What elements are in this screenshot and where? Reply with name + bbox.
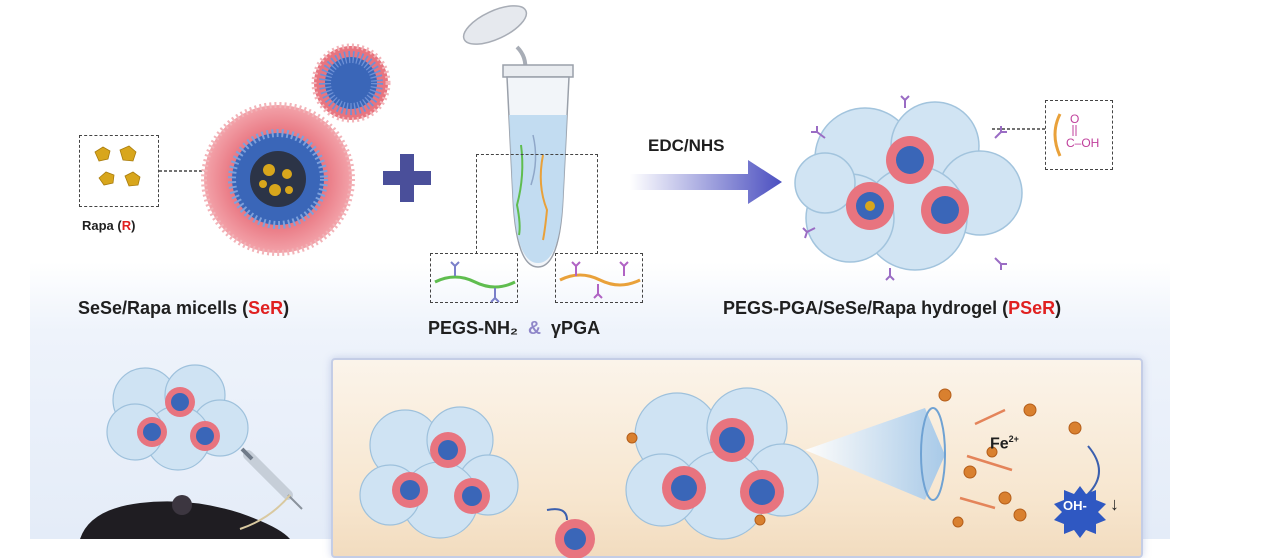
hydrogel-connector <box>992 128 1046 130</box>
iron-ion-label: Fe2+ <box>990 434 1019 453</box>
mouse-icon <box>80 494 291 539</box>
panel-released-micelle-icon <box>546 508 595 558</box>
carboxyl-bracket-icon <box>1053 113 1062 157</box>
micelle-icon <box>201 102 355 256</box>
carboxyl-double-bond <box>1072 125 1077 136</box>
rapa-connector <box>159 170 207 172</box>
panel-hydrogel-2-icon <box>625 387 819 540</box>
pga-chain-icon <box>559 261 641 299</box>
carboxyl-box <box>1045 100 1113 170</box>
hydroxyl-label: OH- <box>1063 498 1087 513</box>
peg-pga-label: PEGS-NH₂ & γPGA <box>428 318 601 338</box>
small-micelle-icon <box>311 43 391 123</box>
plus-icon <box>383 154 431 202</box>
rapa-box <box>79 135 159 207</box>
micelle-label: SeSe/Rapa micells (SeR) <box>78 298 290 318</box>
hydroxyl-down-arrow: ↓ <box>1110 494 1119 514</box>
small-hydrogel-icon <box>106 364 249 471</box>
ion-icon <box>626 388 1100 528</box>
hydrogel-icon <box>794 95 1023 281</box>
reagent-label: EDC/NHS <box>648 136 725 155</box>
rapa-label: Rapa (R) <box>82 218 136 233</box>
pga-chain-box <box>555 253 643 303</box>
tube-bracket <box>476 154 598 254</box>
drug-crystal-icon <box>94 145 141 187</box>
carboxyl-o: O <box>1070 112 1080 126</box>
tube-icon <box>462 5 574 268</box>
funnel-icon <box>805 407 946 501</box>
hydrogel-label: PEGS-PGA/SeSe/Rapa hydrogel (PSeR) <box>723 298 1062 318</box>
peg-chain-icon <box>434 261 516 303</box>
arrow-icon <box>630 160 782 204</box>
carboxyl-formula: C–OH <box>1066 136 1100 150</box>
panel-hydrogel-icon <box>359 406 519 539</box>
peg-chain-box <box>430 253 518 303</box>
hydroxyl-burst-icon <box>1054 486 1106 538</box>
syringe-icon <box>240 447 303 510</box>
